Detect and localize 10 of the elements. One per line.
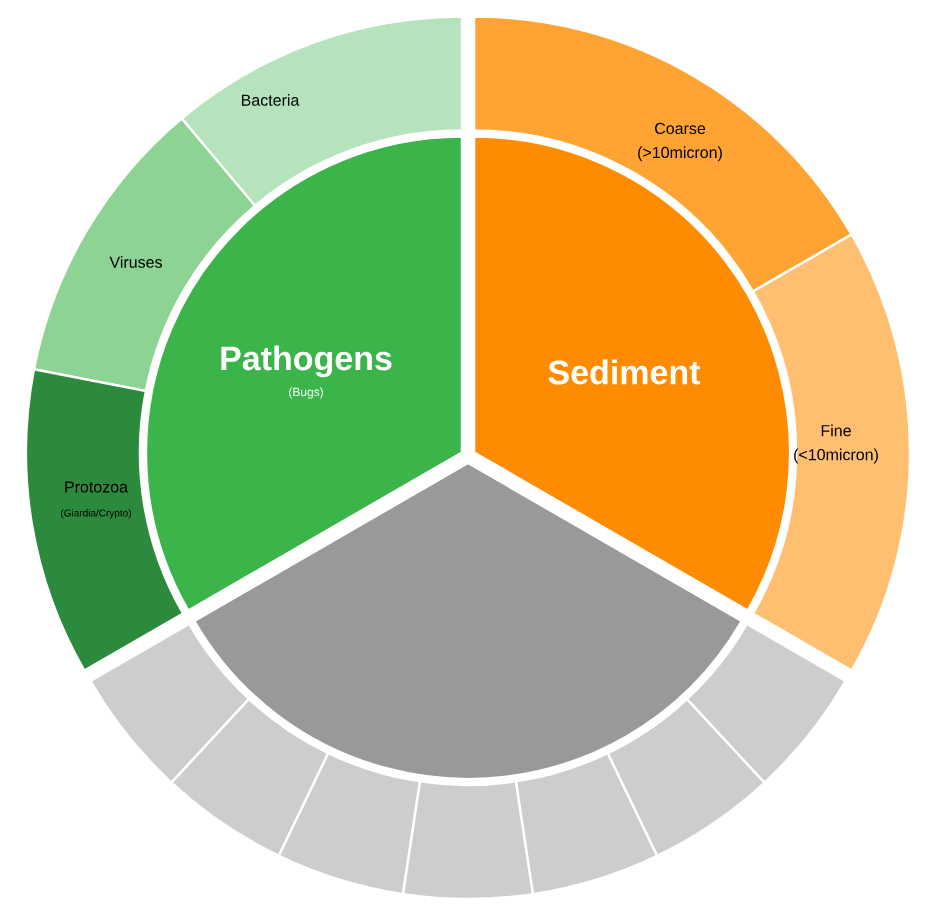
- ring-segment: [277, 751, 422, 896]
- ring-segment: [170, 697, 330, 857]
- ring-segment: [401, 780, 535, 901]
- ring-segment: [514, 751, 659, 896]
- ring-segment: [685, 622, 847, 784]
- ring-segment: Bacteria: [180, 15, 464, 208]
- ring-segment: [606, 697, 766, 857]
- ring-segment: Coarse (>10micron): [472, 15, 853, 293]
- ring-segment: [89, 622, 251, 784]
- pie-sector: [193, 461, 743, 781]
